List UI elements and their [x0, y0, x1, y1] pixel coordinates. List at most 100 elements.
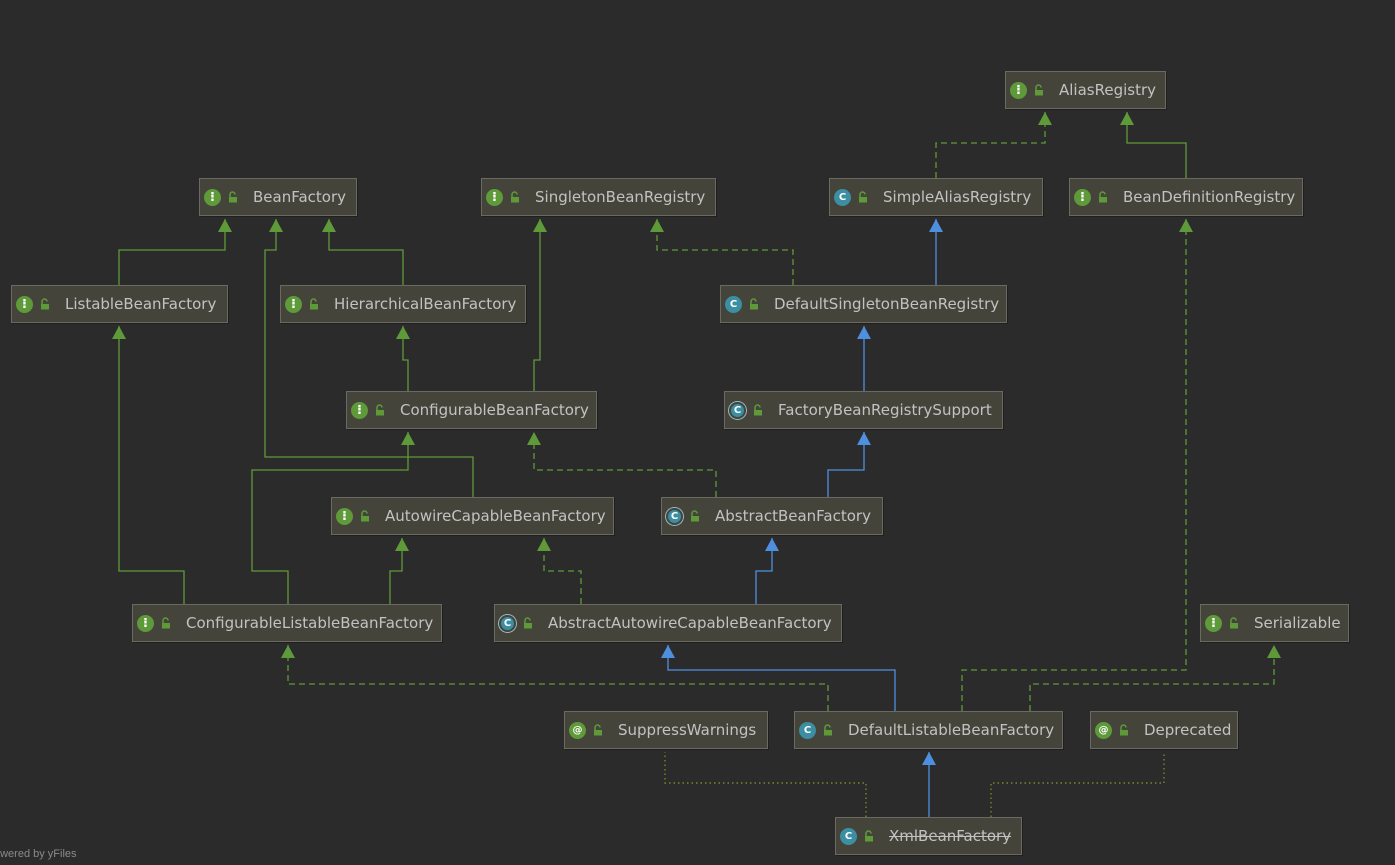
- edge-extends-interface: [389, 538, 403, 604]
- public-visibility-icon: [524, 617, 532, 629]
- interface-icon: ⁝: [1074, 188, 1091, 206]
- inheritance-arrowhead: [533, 219, 547, 232]
- inheritance-arrowhead: [269, 219, 283, 232]
- node-label: BeanDefinitionRegistry: [1123, 188, 1296, 206]
- node-label: SimpleAliasRegistry: [883, 188, 1032, 206]
- footer-credit: owered by yFiles: [0, 848, 77, 860]
- public-visibility-icon: [162, 617, 170, 629]
- inheritance-arrowhead: [929, 219, 943, 232]
- edge-extends-interface: [533, 219, 541, 391]
- inheritance-arrowhead: [537, 538, 551, 551]
- node-simple-alias-registry[interactable]: C SimpleAliasRegistry: [829, 178, 1043, 216]
- public-visibility-icon: [750, 298, 758, 310]
- inheritance-arrowhead: [112, 326, 126, 339]
- node-label: BeanFactory: [253, 188, 347, 206]
- interface-icon: ⁝: [16, 295, 33, 313]
- public-visibility-icon: [511, 191, 519, 203]
- node-autowire-capable-bean-factory[interactable]: ⁝ AutowireCapableBeanFactory: [331, 497, 614, 535]
- abstract-class-icon: C: [499, 614, 516, 632]
- public-visibility-icon: [691, 510, 699, 522]
- interface-icon: ⁝: [1010, 81, 1027, 99]
- annotation-icon: @: [569, 721, 586, 739]
- node-label: Deprecated: [1144, 721, 1232, 739]
- edge-extends-interface: [402, 326, 409, 391]
- public-visibility-icon: [1099, 191, 1107, 203]
- node-deprecated[interactable]: @ Deprecated: [1090, 711, 1238, 749]
- node-default-singleton-bean-registry[interactable]: C DefaultSingletonBeanRegistry: [720, 285, 1007, 323]
- inheritance-arrowhead: [401, 432, 415, 445]
- inheritance-arrowhead: [1267, 645, 1281, 658]
- annotation-icon: @: [1095, 721, 1112, 739]
- public-visibility-icon: [310, 298, 318, 310]
- public-visibility-icon: [859, 191, 867, 203]
- inheritance-arrowhead: [857, 326, 871, 339]
- node-label: XmlBeanFactory: [889, 827, 1012, 845]
- edge-annotated: [664, 752, 867, 817]
- interface-icon: ⁝: [204, 188, 221, 206]
- node-alias-registry[interactable]: ⁝AliasRegistry: [1005, 71, 1166, 109]
- node-label: DefaultSingletonBeanRegistry: [774, 295, 1000, 313]
- node-label: ConfigurableListableBeanFactory: [186, 614, 434, 632]
- public-visibility-icon: [1035, 84, 1043, 96]
- inheritance-arrowhead: [922, 752, 936, 765]
- node-listable-bean-factory[interactable]: ⁝ ListableBeanFactory: [11, 285, 228, 323]
- node-hierarchical-bean-factory[interactable]: ⁝ HierarchicalBeanFactory: [280, 285, 526, 323]
- public-visibility-icon: [865, 830, 873, 842]
- inheritance-arrowhead: [396, 326, 410, 339]
- inheritance-arrowhead: [218, 219, 232, 232]
- interface-icon: ⁝: [285, 295, 302, 313]
- edge-implements: [961, 219, 1187, 711]
- node-label: AbstractAutowireCapableBeanFactory: [548, 614, 832, 632]
- interface-icon: ⁝: [137, 614, 154, 632]
- inheritance-arrowhead: [281, 645, 295, 658]
- edge-extends-interface: [328, 219, 404, 285]
- class-icon: C: [799, 721, 816, 739]
- edge-annotated: [990, 752, 1165, 817]
- edge-extends-interface: [264, 219, 474, 497]
- class-icon: C: [725, 295, 742, 313]
- public-visibility-icon: [754, 404, 762, 416]
- edge-implements: [533, 432, 717, 497]
- class-icon: C: [834, 188, 851, 206]
- public-visibility-icon: [229, 191, 237, 203]
- node-default-listable-bean-factory[interactable]: C DefaultListableBeanFactory: [794, 711, 1063, 749]
- node-suppress-warnings[interactable]: @SuppressWarnings: [564, 711, 768, 749]
- node-label: DefaultListableBeanFactory: [848, 721, 1055, 739]
- interface-icon: ⁝: [1205, 614, 1222, 632]
- edge-implements: [1029, 645, 1275, 711]
- node-label: AbstractBeanFactory: [715, 507, 871, 525]
- node-bean-definition-registry[interactable]: ⁝ BeanDefinitionRegistry: [1069, 178, 1303, 216]
- node-label: AutowireCapableBeanFactory: [385, 507, 606, 525]
- node-label: ListableBeanFactory: [65, 295, 217, 313]
- node-label: HierarchicalBeanFactory: [334, 295, 517, 313]
- public-visibility-icon: [824, 724, 832, 736]
- public-visibility-icon: [1230, 617, 1238, 629]
- node-abstract-autowire-capable-bean-factory[interactable]: C AbstractAutowireCapableBeanFactory: [494, 604, 842, 642]
- node-configurable-listable-bean-factory[interactable]: ⁝ ConfigurableListableBeanFactory: [132, 604, 442, 642]
- node-singleton-bean-registry[interactable]: ⁝SingletonBeanRegistry: [481, 178, 716, 216]
- inheritance-arrowhead: [857, 432, 871, 445]
- edge-extends-class: [755, 538, 773, 604]
- inheritance-arrowhead: [765, 538, 779, 551]
- node-bean-factory[interactable]: ⁝ BeanFactory: [199, 178, 357, 216]
- interface-icon: ⁝: [336, 507, 353, 525]
- edge-extends-interface: [118, 219, 226, 285]
- inheritance-arrowhead: [527, 432, 541, 445]
- public-visibility-icon: [376, 404, 384, 416]
- node-serializable[interactable]: ⁝Serializable: [1200, 604, 1349, 642]
- abstract-class-icon: C: [729, 401, 746, 419]
- inheritance-arrowhead: [1179, 219, 1193, 232]
- interface-icon: ⁝: [486, 188, 503, 206]
- public-visibility-icon: [41, 298, 49, 310]
- edge-extends-interface: [251, 432, 409, 604]
- inheritance-arrowhead: [1120, 112, 1134, 125]
- edge-implements: [935, 112, 1046, 178]
- node-configurable-bean-factory[interactable]: ⁝ConfigurableBeanFactory: [346, 391, 597, 429]
- public-visibility-icon: [594, 724, 602, 736]
- inheritance-arrowhead: [395, 538, 409, 551]
